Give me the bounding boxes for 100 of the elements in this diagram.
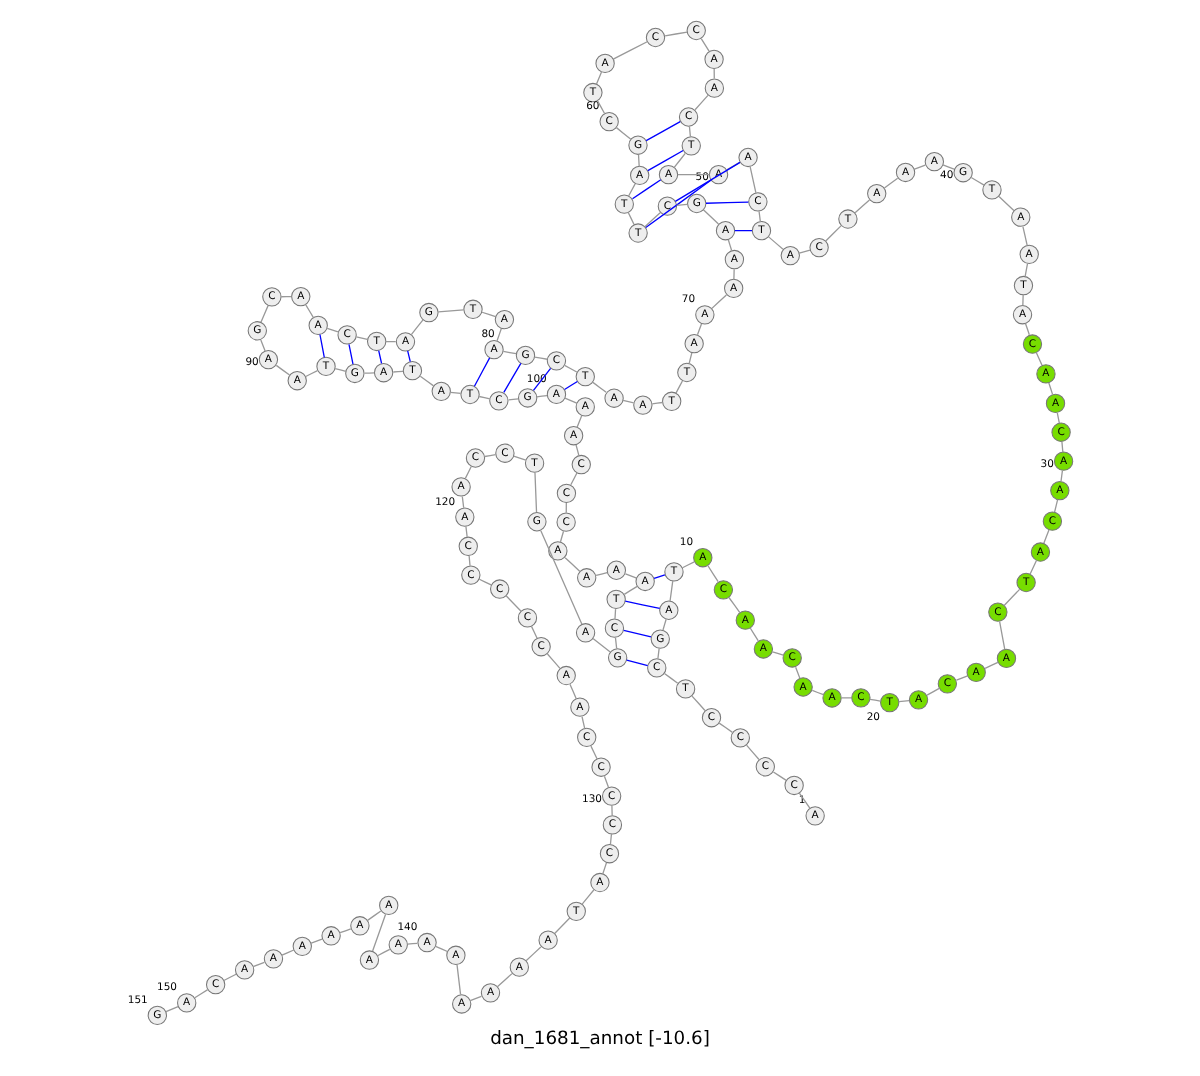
connector (339, 928, 352, 934)
connector (718, 722, 734, 734)
connector (319, 333, 325, 358)
connector (564, 557, 581, 573)
connector (663, 672, 679, 684)
connector (553, 917, 571, 935)
connector (955, 675, 969, 681)
connector (710, 294, 728, 310)
connector (595, 71, 603, 85)
connector (563, 380, 579, 391)
connector (1035, 351, 1043, 366)
connector (623, 585, 638, 595)
connector (626, 659, 649, 667)
connector (434, 945, 449, 953)
connector (768, 236, 784, 250)
connector (883, 177, 899, 189)
connector (1024, 322, 1030, 336)
connector (1061, 440, 1064, 453)
connector (505, 595, 522, 612)
connector (673, 152, 686, 169)
connector (536, 394, 548, 398)
connector (478, 578, 492, 586)
connector (540, 530, 583, 625)
connector (305, 369, 319, 378)
connector (569, 683, 577, 700)
connector (260, 304, 269, 323)
connector (913, 164, 926, 170)
connector (681, 561, 695, 569)
connector (469, 995, 483, 1002)
connector (513, 455, 527, 461)
connector (503, 362, 522, 394)
connector (592, 637, 611, 653)
connector (627, 212, 635, 226)
connector (310, 938, 323, 944)
connector (854, 199, 871, 214)
connector (624, 600, 661, 609)
connector (305, 304, 315, 319)
connector (1043, 529, 1050, 544)
connector (348, 343, 354, 365)
connector (647, 149, 684, 172)
connector (326, 327, 339, 333)
connector (644, 212, 661, 228)
connector (669, 580, 674, 602)
connector (602, 862, 608, 875)
connector (745, 744, 760, 761)
connector (465, 525, 468, 538)
connector (798, 792, 811, 809)
connector (998, 620, 1006, 650)
connector (771, 651, 784, 656)
connector (366, 910, 382, 922)
connector (371, 913, 387, 952)
connector (664, 31, 688, 37)
connector (749, 627, 759, 642)
connector (811, 689, 825, 696)
connector (478, 395, 491, 400)
connector (449, 391, 462, 395)
connector (705, 201, 749, 204)
connector (645, 121, 681, 142)
connector (623, 629, 652, 638)
connector (456, 964, 462, 996)
connector (700, 37, 710, 53)
connector (841, 697, 853, 699)
connector (688, 352, 693, 365)
connector (696, 323, 703, 336)
connector (758, 210, 761, 223)
connector (749, 165, 757, 194)
connector (627, 183, 636, 197)
connector (1022, 225, 1028, 246)
connector (576, 415, 583, 428)
connector (622, 399, 635, 404)
connector (392, 370, 404, 373)
connector (546, 653, 561, 669)
connector (614, 636, 618, 650)
connector (727, 239, 733, 252)
connector (1048, 382, 1054, 395)
connector (481, 311, 497, 318)
connector (691, 695, 706, 712)
connector (1029, 559, 1038, 575)
connector (525, 946, 542, 962)
connector (334, 368, 347, 372)
connector (651, 401, 664, 405)
connector (898, 700, 910, 703)
connector (534, 356, 548, 360)
connector (461, 495, 465, 509)
connector (590, 745, 598, 760)
connector (733, 268, 735, 280)
connector (702, 209, 720, 225)
connector (662, 618, 667, 631)
connector (998, 195, 1015, 212)
connector (657, 647, 660, 660)
connector (355, 336, 368, 341)
connector (363, 372, 375, 374)
connector (468, 555, 471, 567)
connector (437, 309, 465, 313)
connector (676, 203, 688, 206)
connector (407, 350, 411, 363)
connector (419, 375, 435, 387)
connector (497, 972, 513, 988)
connector (984, 661, 999, 669)
connector (281, 949, 295, 956)
